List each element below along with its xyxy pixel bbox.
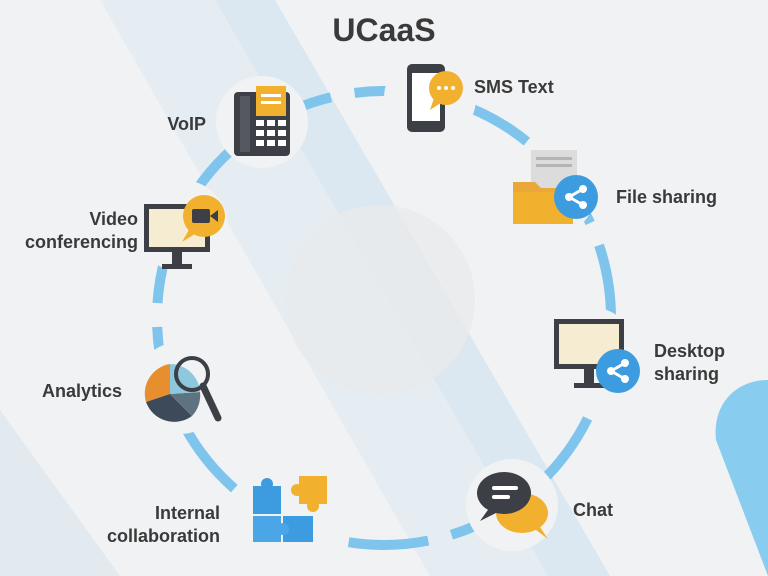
bg-accent-blob [715,380,768,576]
pie-magnifier-icon [134,342,226,434]
label-collab: Internal collaboration [107,502,220,548]
label-video: Video conferencing [25,208,138,254]
smartphone-chat-icon [384,52,476,144]
label-desktop-line-1: Desktop [654,341,726,361]
bg-stripe [0,410,120,576]
diagram-title: UCaaS [332,12,436,48]
label-analytics: Analytics [41,381,122,401]
label-sms: SMS Text [474,77,554,97]
monitor-camera-icon [136,180,228,272]
label-chat: Chat [573,500,613,520]
chat-bubbles-icon [466,459,558,551]
puzzle-icon [241,464,337,560]
label-collab-line-2: collaboration [106,526,220,546]
label-collab-line-1: Internal [154,503,220,523]
label-desktop-line-2: sharing [654,364,720,384]
folder-share-icon [500,142,598,238]
label-video-line-1: Video [89,209,138,229]
desk-phone-icon [216,76,308,168]
label-desktop: Desktop sharing [654,340,725,386]
label-voip: VoIP [167,114,206,134]
bg-center-glow [285,205,475,395]
label-video-line-2: conferencing [24,232,138,252]
label-file: File sharing [616,187,718,207]
monitor-share-icon [542,307,640,403]
